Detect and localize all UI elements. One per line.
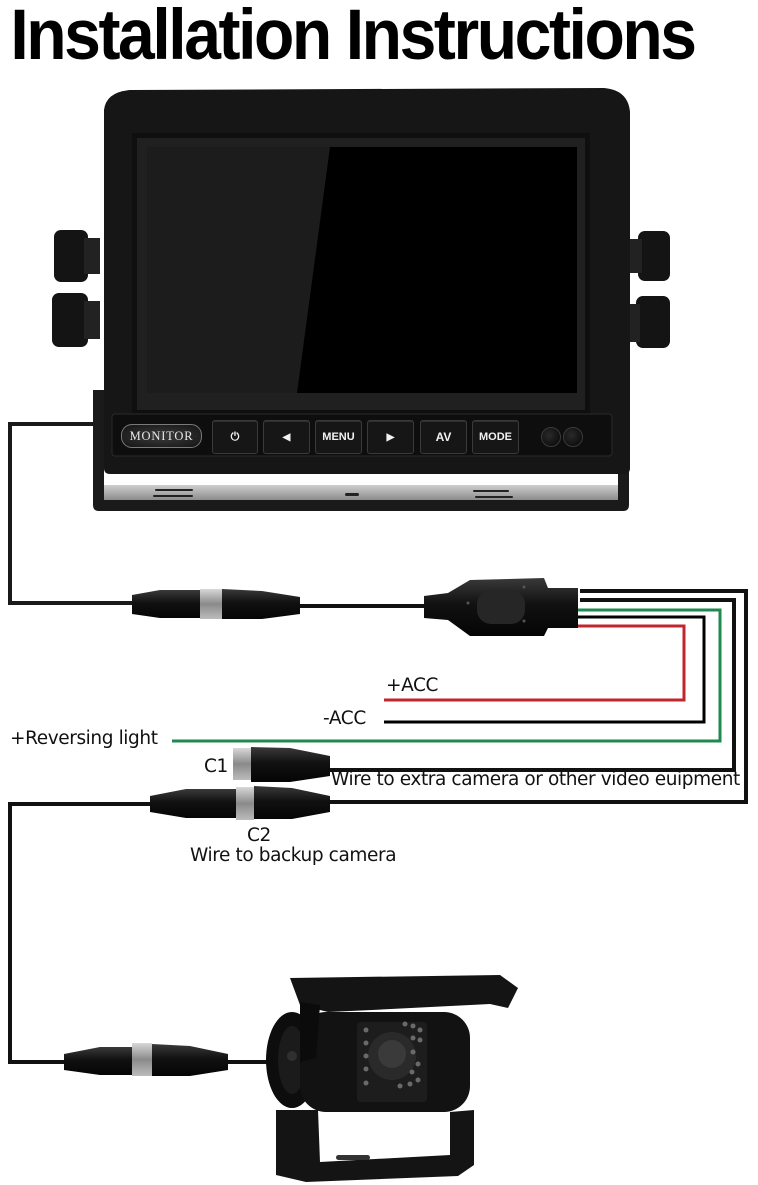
connector-c2 [150,786,330,820]
arrow-left-icon: ◀ [282,431,291,443]
ir-sensor-icon [541,427,561,447]
menu-button-label: MENU [322,431,355,443]
power-button[interactable]: ⏻ [212,420,258,454]
monitor-logo-badge: MONITOR [121,424,202,448]
label-reversing-light: +Reversing light [10,728,158,749]
label-acc-negative: -ACC [323,708,366,729]
power-icon: ⏻ [230,430,240,443]
label-c1-description: Wire to extra camera or other video euip… [331,769,740,790]
left-arrow-button[interactable]: ◀ [263,420,310,454]
label-c1: C1 [204,756,228,777]
mode-button-label: MODE [479,431,512,443]
page-title: Installation Instructions [10,0,697,75]
label-c2-description: Wire to backup camera [190,845,397,866]
mode-button[interactable]: MODE [472,420,519,454]
av-button-label: AV [435,430,452,444]
ir-sensor-icon [563,427,583,447]
knob-icon [624,231,670,348]
knob-icon [52,230,100,347]
label-acc-positive: +ACC [386,675,439,696]
wires [8,422,748,1064]
backup-camera [266,975,518,1182]
aviation-connector-monitor [132,589,300,619]
breakout-box [424,578,578,636]
menu-button[interactable]: MENU [315,420,362,454]
label-c2: C2 [247,825,271,846]
connector-camera [64,1043,228,1076]
connector-c1 [233,747,330,782]
av-button[interactable]: AV [420,420,467,454]
arrow-right-icon: ▶ [386,431,395,443]
right-arrow-button[interactable]: ▶ [367,420,414,454]
